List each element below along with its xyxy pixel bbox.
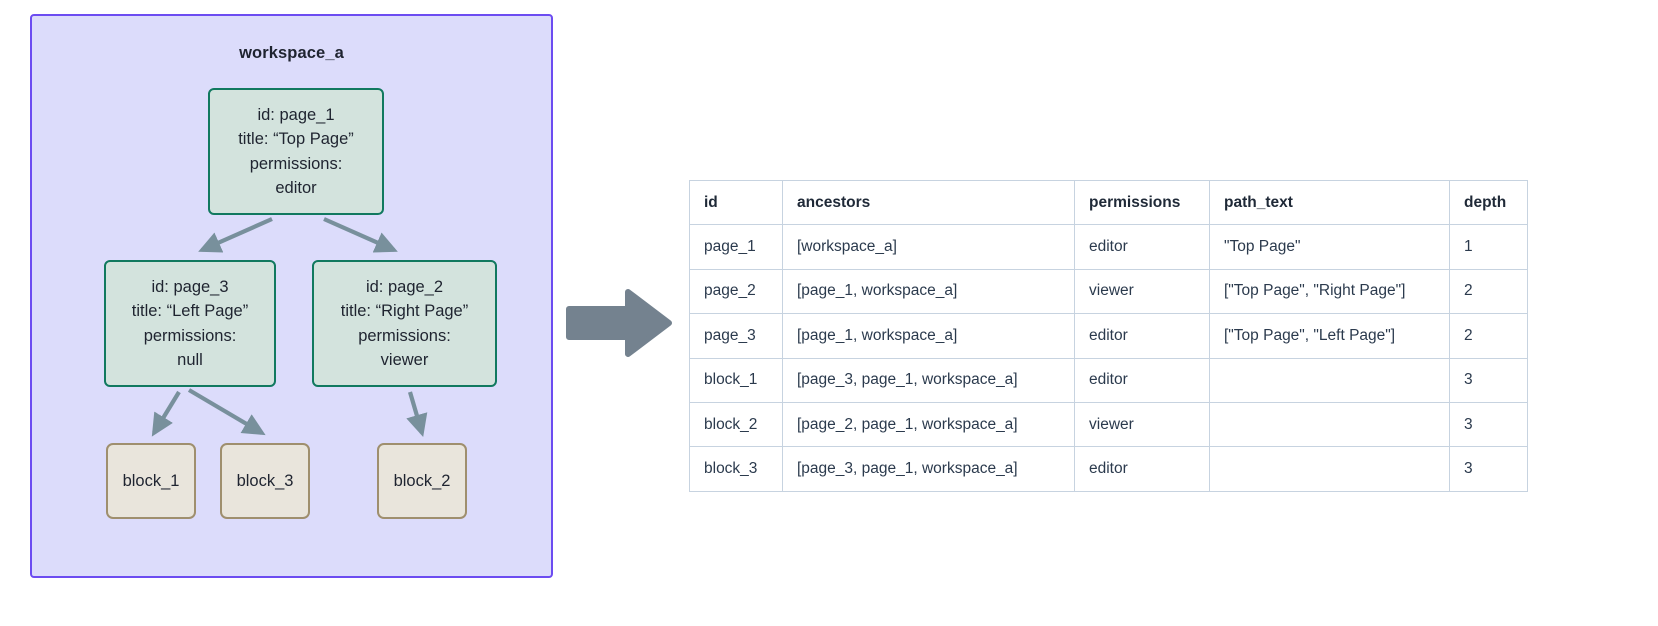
cell-id: block_3: [689, 446, 783, 492]
node-page-3-line-3: null: [177, 350, 203, 369]
node-page-3-line-1: title: “Left Page”: [131, 302, 249, 321]
cell-ancestors: [workspace_a]: [782, 224, 1075, 270]
cell-id: page_2: [689, 268, 783, 315]
column-header-permissions: permissions: [1074, 179, 1210, 226]
node-block-1-label: block_1: [122, 471, 180, 490]
node-page-2-line-2: permissions:: [358, 326, 451, 345]
table-row: page_3 [page_1, workspace_a] editor ["To…: [689, 313, 1528, 359]
cell-depth: 3: [1449, 446, 1528, 492]
cell-depth: 3: [1449, 401, 1528, 448]
table-row: block_3 [page_3, page_1, workspace_a] ed…: [689, 446, 1528, 492]
node-block-3[interactable]: block_3: [220, 443, 310, 519]
cell-permissions: viewer: [1074, 401, 1210, 448]
edge-page1-page2: [323, 217, 398, 253]
column-header-depth: depth: [1449, 179, 1528, 226]
edge-page3-block3: [187, 388, 266, 436]
node-page-2-line-3: viewer: [380, 350, 429, 369]
cell-ancestors: [page_1, workspace_a]: [782, 268, 1075, 315]
cell-ancestors: [page_3, page_1, workspace_a]: [782, 446, 1075, 492]
node-page-2-line-1: title: “Right Page”: [340, 302, 469, 321]
table-header-row: id ancestors permissions path_text depth: [689, 179, 1528, 226]
cell-permissions: editor: [1074, 357, 1210, 403]
column-header-path-text: path_text: [1209, 179, 1450, 226]
cell-permissions: viewer: [1074, 268, 1210, 315]
edge-page2-block2: [406, 391, 428, 438]
cell-id: block_2: [689, 401, 783, 448]
cell-depth: 2: [1449, 313, 1528, 359]
cell-id: block_1: [689, 357, 783, 403]
node-page-2[interactable]: id: page_2 title: “Right Page” permissio…: [312, 260, 497, 387]
cell-depth: 3: [1449, 357, 1528, 403]
column-header-ancestors: ancestors: [782, 179, 1075, 226]
cell-path-text: "Top Page": [1209, 224, 1450, 270]
node-page-1[interactable]: id: page_1 title: “Top Page” permissions…: [208, 88, 384, 215]
edge-page1-page3: [198, 217, 273, 253]
node-page-3[interactable]: id: page_3 title: “Left Page” permission…: [104, 260, 276, 387]
workspace-container: workspace_a id: page_1 title: “Top Page”…: [30, 14, 553, 578]
node-page-1-line-2: permissions:: [249, 154, 343, 173]
cell-ancestors: [page_2, page_1, workspace_a]: [782, 401, 1075, 448]
workspace-title: workspace_a: [239, 44, 344, 62]
node-page-2-line-0: id: page_2: [365, 277, 444, 296]
cell-id: page_1: [689, 224, 783, 270]
node-page-1-line-3: editor: [275, 178, 317, 197]
node-block-3-label: block_3: [236, 471, 294, 490]
node-page-3-line-0: id: page_3: [151, 277, 229, 296]
node-page-3-line-2: permissions:: [143, 326, 237, 345]
cell-permissions: editor: [1074, 446, 1210, 492]
cell-depth: 1: [1449, 224, 1528, 270]
right-arrow-icon: [566, 289, 672, 357]
table-row: page_2 [page_1, workspace_a] viewer ["To…: [689, 268, 1528, 315]
table-row: block_1 [page_3, page_1, workspace_a] ed…: [689, 357, 1528, 403]
node-block-2[interactable]: block_2: [377, 443, 467, 519]
column-header-id: id: [689, 179, 783, 226]
cell-path-text: [1209, 446, 1450, 492]
edge-page3-block1: [151, 390, 181, 437]
cell-path-text: [1209, 401, 1450, 448]
cell-ancestors: [page_3, page_1, workspace_a]: [782, 357, 1075, 403]
node-page-1-line-1: title: “Top Page”: [238, 130, 354, 149]
cell-permissions: editor: [1074, 224, 1210, 270]
cell-path-text: ["Top Page", "Right Page"]: [1209, 268, 1450, 315]
node-block-2-label: block_2: [393, 471, 451, 490]
table-row: block_2 [page_2, page_1, workspace_a] vi…: [689, 401, 1528, 448]
cell-path-text: ["Top Page", "Left Page"]: [1209, 313, 1450, 359]
ancestors-table: id ancestors permissions path_text depth…: [689, 179, 1528, 492]
cell-depth: 2: [1449, 268, 1528, 315]
cell-id: page_3: [689, 313, 783, 359]
cell-path-text: [1209, 357, 1450, 403]
node-page-1-line-0: id: page_1: [257, 105, 335, 124]
cell-permissions: editor: [1074, 313, 1210, 359]
table-row: page_1 [workspace_a] editor "Top Page" 1: [689, 224, 1528, 270]
cell-ancestors: [page_1, workspace_a]: [782, 313, 1075, 359]
node-block-1[interactable]: block_1: [106, 443, 196, 519]
